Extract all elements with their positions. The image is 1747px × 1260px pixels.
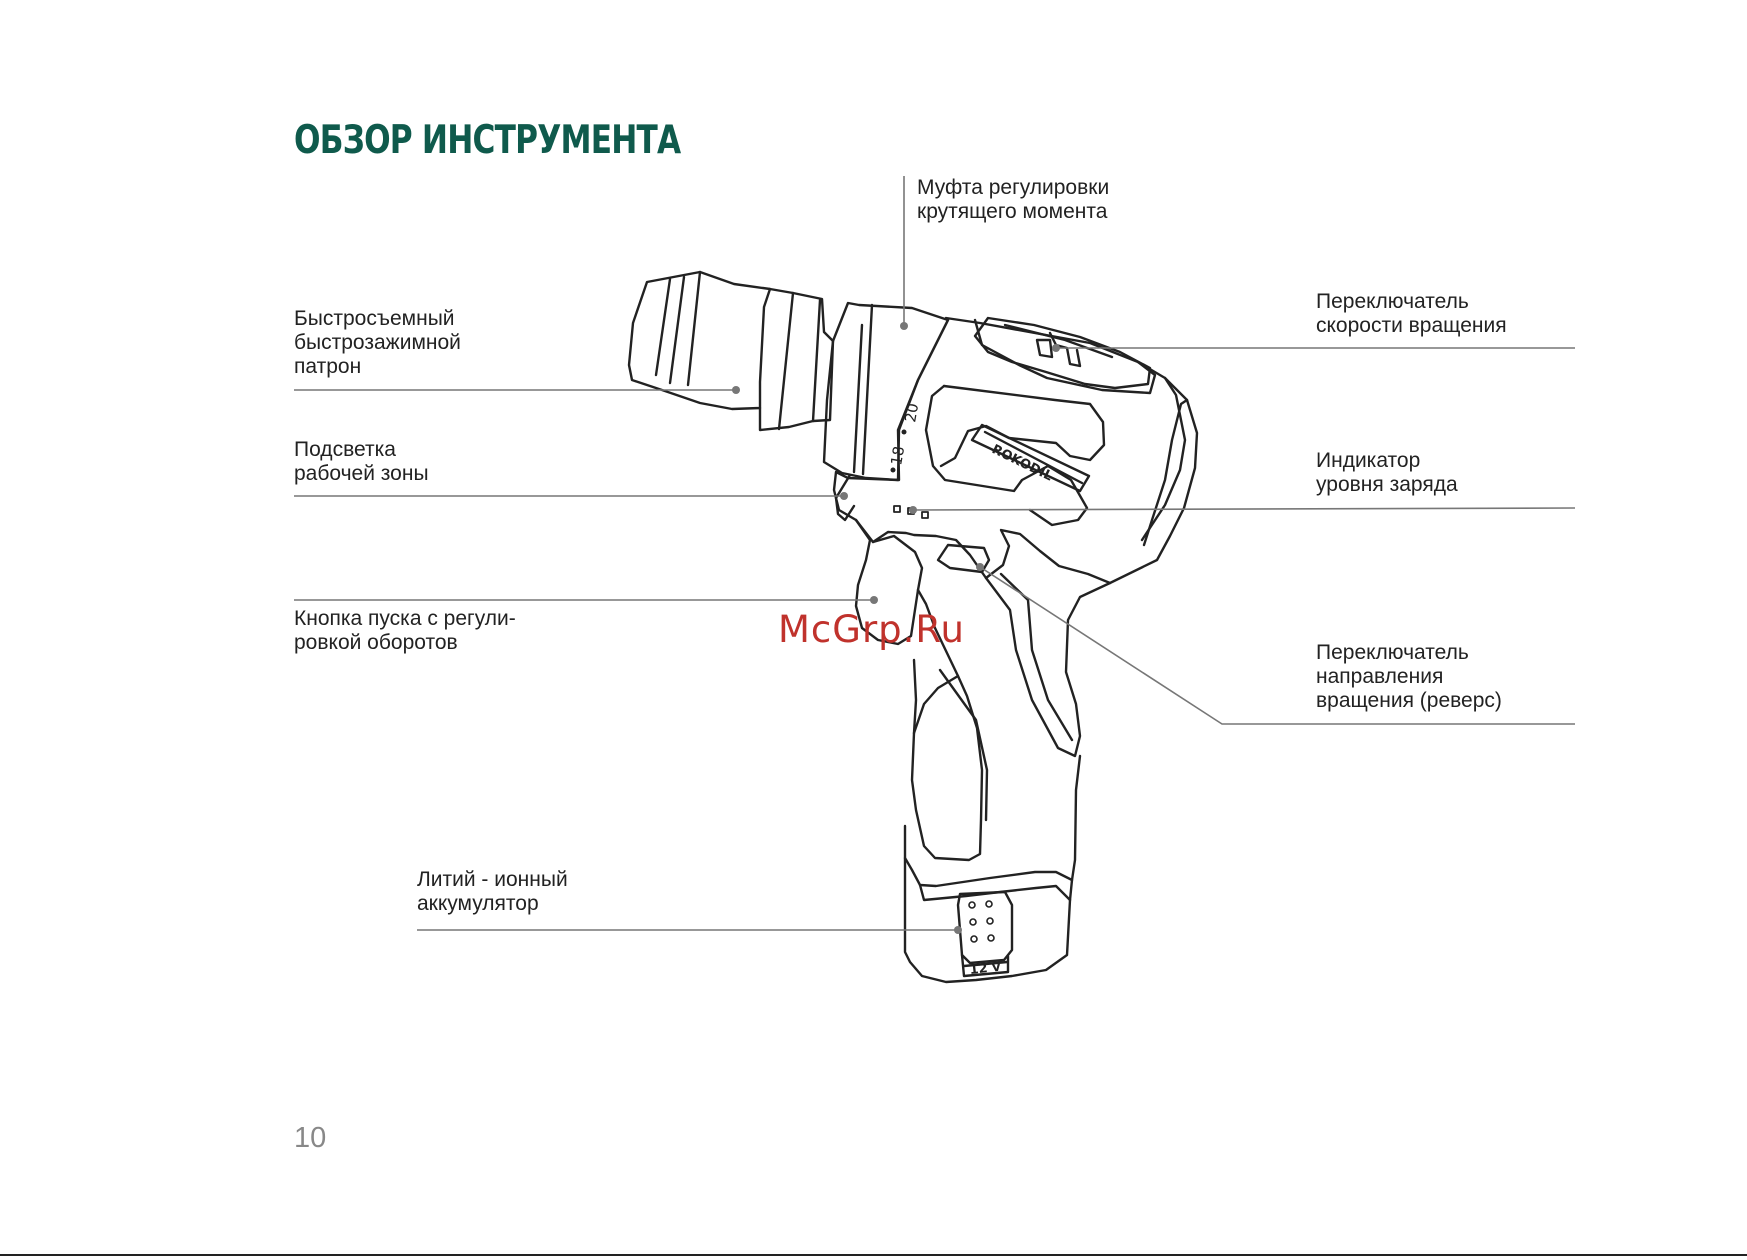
handle-drawing	[910, 572, 1112, 862]
watermark: McGrp.Ru	[778, 608, 965, 651]
housing-drawing	[832, 316, 1199, 585]
label-trigger: Кнопка пуска с регули- ровкой оборотов	[294, 607, 516, 654]
page-title: ОБЗОР ИНСТРУМЕНТА	[294, 118, 681, 163]
label-clutch: Муфта регулировки крутящего момента	[917, 176, 1110, 223]
reverse-switch-drawing	[936, 543, 991, 574]
leader-lines	[294, 176, 1576, 931]
clutch-scale-marking: 18 20	[887, 402, 922, 473]
label-battery: Литий - ионный аккумулятор	[417, 868, 568, 915]
trigger-drawing	[854, 518, 924, 646]
clutch-scale-20: 20	[901, 402, 922, 424]
work-light-drawing	[834, 473, 856, 522]
label-charge-indicator: Индикатор уровня заряда	[1316, 449, 1458, 496]
battery-drawing	[903, 754, 1082, 984]
label-reverse-switch: Переключатель направления вращения (реве…	[1316, 641, 1502, 712]
clutch-scale-18: 18	[887, 445, 908, 467]
page-number: 10	[294, 1122, 327, 1154]
label-chuck: Быстросъемный быстрозажимной патрон	[294, 307, 461, 378]
voltage-marking: 12 v	[969, 960, 1002, 978]
chuck-drawing	[627, 270, 835, 432]
battery-contacts-drawing	[968, 900, 995, 943]
leader-dots	[732, 322, 1060, 934]
brand-plate-drawing	[970, 423, 1091, 493]
speed-switch-drawing	[973, 316, 1152, 390]
label-speed-switch: Переключатель скорости вращения	[1316, 290, 1507, 337]
label-work-light: Подсветка рабочей зоны	[294, 438, 429, 485]
leader-charge-indicator	[912, 507, 1576, 511]
leader-reverse-switch	[979, 566, 1575, 725]
bottom-rule	[0, 1254, 1747, 1256]
